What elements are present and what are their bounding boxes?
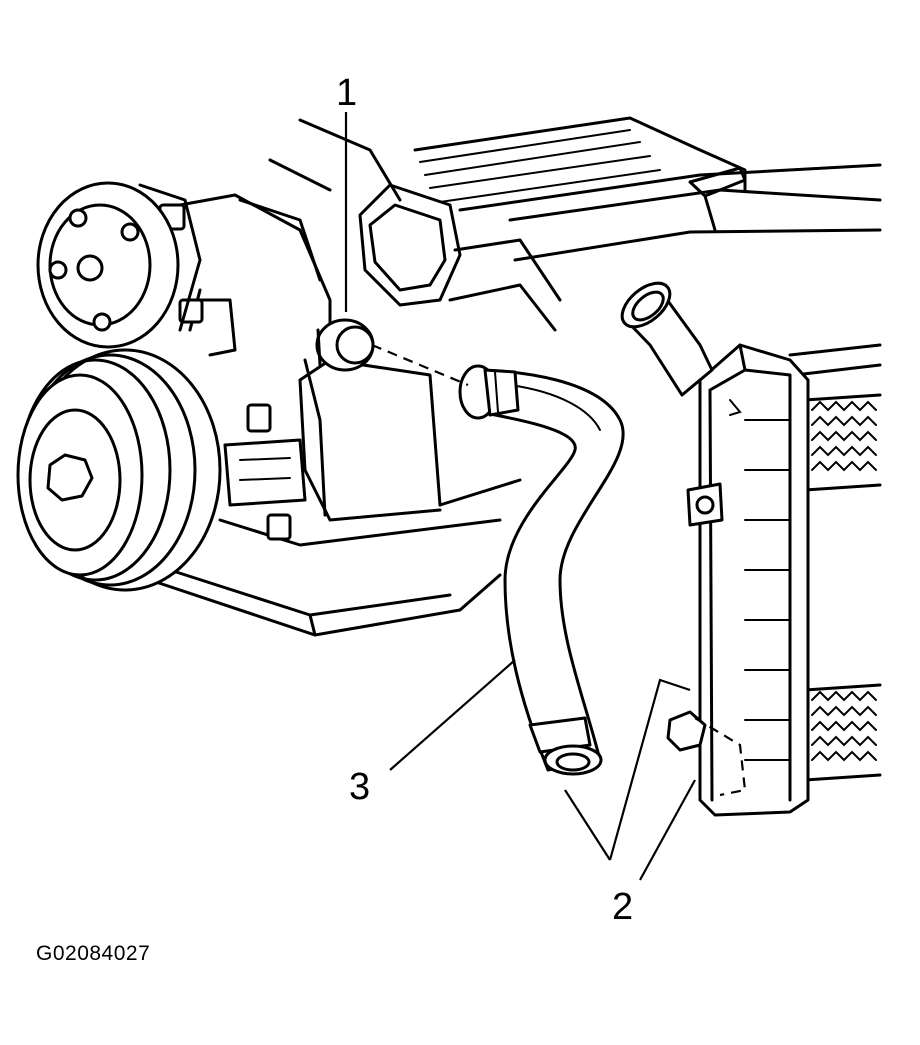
figure-id: G02084027 [36,942,151,965]
callout-hose-ends: 2 [612,886,634,928]
coolant-hose-drawing [458,364,625,776]
radiator-core-fins [811,400,877,762]
tank-ribs [744,419,791,761]
callout-hose: 3 [349,766,371,808]
callout-engine-outlet: 1 [336,72,358,114]
leader-lines [344,112,696,881]
pulley-drawing [16,181,222,592]
radiator-drawing [620,281,882,817]
engine-block-drawing [148,116,882,637]
